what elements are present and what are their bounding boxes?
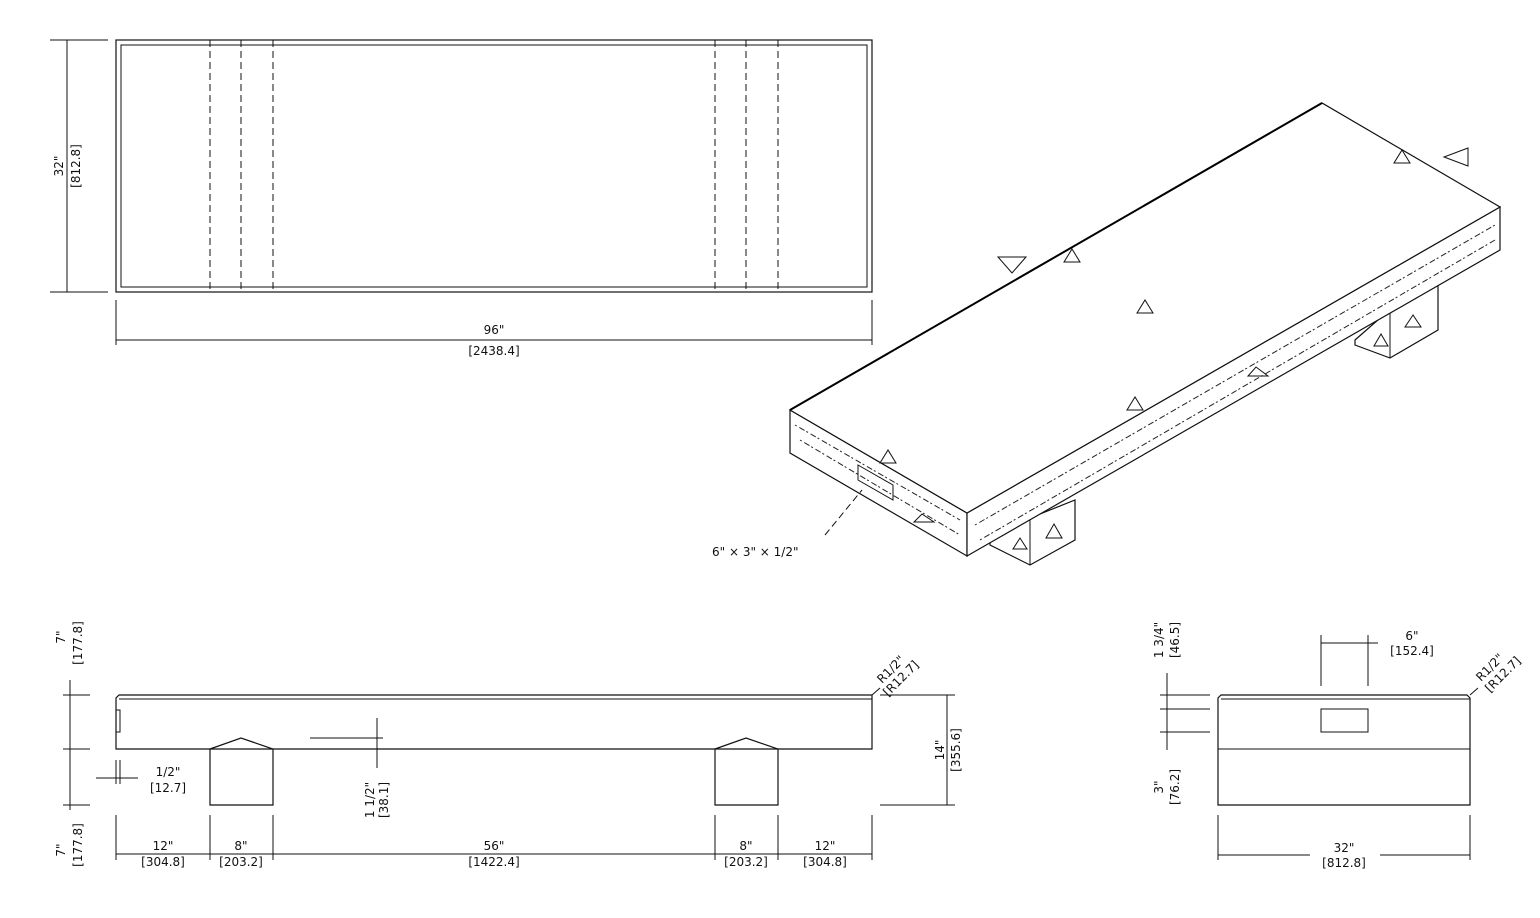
length-dimension: 96" [2438.4] — [115, 300, 873, 358]
width-metric: [812.8] — [1322, 856, 1366, 870]
slab-slot — [857, 464, 894, 501]
length-metric: [2438.4] — [468, 344, 519, 358]
total-height-label: 14" — [933, 740, 947, 761]
bottom-dimension-chain: 12" [304.8] 8" [203.2] 56" [1422.4] 8" [… — [115, 815, 873, 869]
lower-height-label: 7" — [54, 843, 68, 856]
slot-leader — [824, 489, 863, 536]
segment-metric: [1422.4] — [468, 855, 519, 869]
lower-height-metric: [177.8] — [71, 823, 85, 867]
height-dimension: 32" [812.8] — [50, 39, 108, 293]
chamfer-label: 1/2" — [156, 765, 181, 779]
slot-width-metric: [152.4] — [1390, 644, 1434, 658]
peak-label: 1 1/2" — [363, 782, 377, 818]
side-leg-right — [714, 737, 779, 806]
lower-metric: [76.2] — [1168, 769, 1182, 805]
side-leg-left — [209, 737, 274, 806]
top-view-inner-edge — [120, 44, 868, 288]
slot-callout: 6" × 3" × 1/2" — [712, 545, 799, 559]
peak-metric: [38.1] — [377, 782, 391, 818]
segment-label: 12" — [815, 839, 836, 853]
slot-height-metric: [46.5] — [1168, 622, 1182, 658]
isometric-view: 6" × 3" × 1/2" — [712, 102, 1502, 566]
top-view: 32" [812.8] 96" [2438.4] — [50, 39, 873, 358]
side-view: 7" [177.8] 7" [177.8] 1/2" [12.7] 1 1/2"… — [54, 621, 963, 869]
upper-height-metric: [177.8] — [71, 621, 85, 665]
top-view-outline — [115, 39, 873, 293]
end-view: 6" [152.4] 1 3/4" [46.5] 3" [76.2] R1/2"… — [1152, 622, 1524, 870]
segment-label: 8" — [739, 839, 752, 853]
segment-metric: [203.2] — [724, 855, 768, 869]
chamfer-metric: [12.7] — [150, 781, 186, 795]
width-label: 32" — [1334, 841, 1355, 855]
end-slot — [1320, 708, 1369, 733]
lower-label: 3" — [1152, 780, 1166, 793]
segment-label: 12" — [153, 839, 174, 853]
datum-triangle-icons — [879, 147, 1469, 550]
height-metric: [812.8] — [69, 144, 83, 188]
slot-height-label: 1 3/4" — [1152, 622, 1166, 658]
segment-label: 56" — [484, 839, 505, 853]
segment-metric: [304.8] — [803, 855, 847, 869]
height-label: 32" — [52, 156, 66, 177]
hidden-leg-lines — [209, 40, 779, 292]
length-label: 96" — [484, 323, 505, 337]
segment-metric: [203.2] — [219, 855, 263, 869]
upper-height-label: 7" — [54, 630, 68, 643]
segment-metric: [304.8] — [141, 855, 185, 869]
end-outline — [1217, 694, 1471, 806]
slot-width-label: 6" — [1405, 629, 1418, 643]
segment-label: 8" — [234, 839, 247, 853]
side-slab-outline — [115, 694, 873, 750]
total-height-metric: [355.6] — [949, 728, 963, 772]
